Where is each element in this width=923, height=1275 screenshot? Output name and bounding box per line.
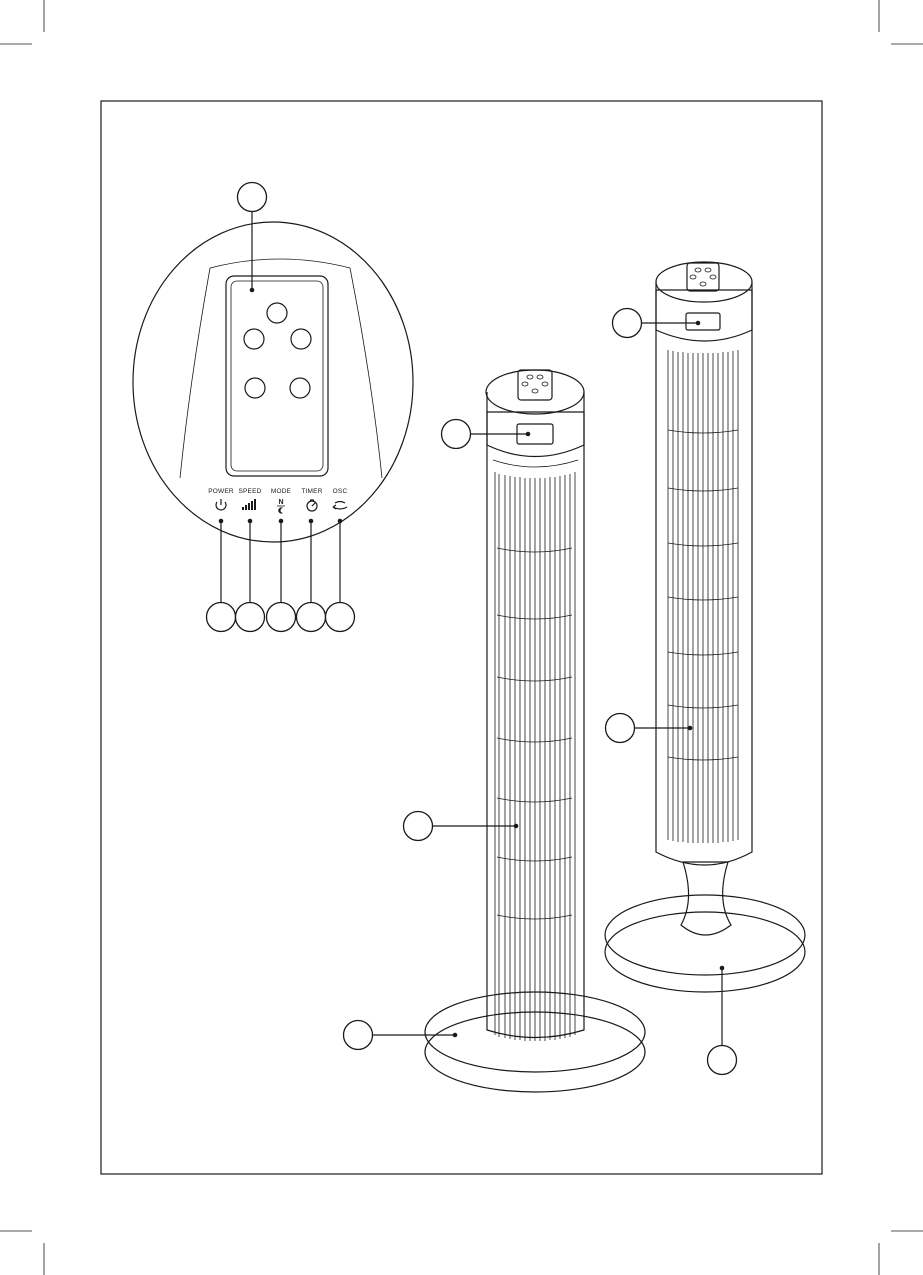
callout-back-grille [606,714,635,743]
label-timer: TIMER [301,488,322,495]
callout-power [207,603,236,632]
callout-front-display [442,420,471,449]
housing-edge-right [350,268,382,478]
front-grille-top [493,460,578,467]
callout-front-grille [404,812,433,841]
label-speed: SPEED [238,488,261,495]
callout-back-base [708,1046,737,1075]
panel-button-top [267,303,287,323]
back-neck [681,862,731,935]
back-top-pad [687,263,719,291]
callout-front-base [344,1021,373,1050]
label-power: POWER [208,488,234,495]
back-display [686,313,720,330]
back-grille [668,350,738,843]
button-panel-inner [231,281,323,471]
callout-mode [267,603,296,632]
back-top-buttons [690,268,716,286]
panel-button-bottom-right [290,378,310,398]
label-osc: OSC [333,488,348,495]
control-panel-detail: POWER SPEED MODE TIMER OSC N [133,212,413,603]
front-top-buttons [522,375,548,393]
panel-button-mid-left [244,329,264,349]
callout-timer [297,603,326,632]
mode-icon: N [277,499,285,514]
button-panel [226,276,328,476]
housing-edge-left [180,268,210,478]
speed-bars-icon [242,499,256,510]
label-mode: MODE [271,488,292,495]
panel-button-mid-right [291,329,311,349]
front-head-top [486,370,584,414]
callout-osc [326,603,355,632]
tower-fan-front [372,370,645,1092]
panel-button-bottom-left [245,378,265,398]
front-top-pad [518,370,552,400]
power-icon [216,499,226,510]
back-base-bottom [605,912,805,992]
svg-text:N: N [278,499,283,506]
callout-back-display [613,309,642,338]
front-body [487,412,584,1038]
callout-panel [238,183,267,212]
housing-top-curve [210,259,350,268]
tower-fan-back [605,262,805,1045]
oscillation-arrow-icon [333,502,347,510]
front-grille [495,472,575,1041]
callout-speed [236,603,265,632]
timer-clock-icon [307,500,317,511]
